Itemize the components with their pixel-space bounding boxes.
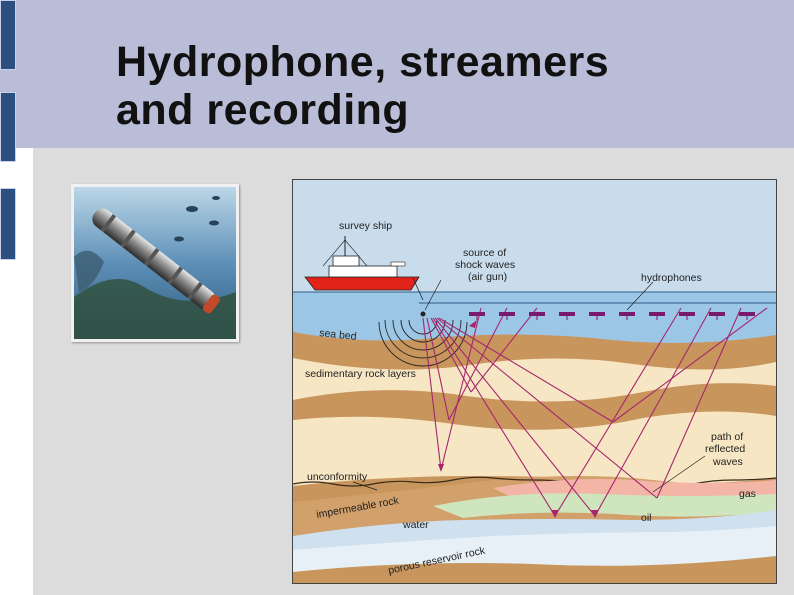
label-gas: gas: [739, 488, 756, 500]
label-sea-bed: sea bed: [319, 327, 358, 343]
label-path-line-3: waves: [712, 456, 743, 468]
callout-lines: [352, 279, 706, 493]
hydrophone-ticks: [476, 316, 748, 320]
label-water: water: [402, 519, 429, 531]
label-source-line-1: source of: [463, 247, 506, 259]
label-path-line-1: path of: [711, 431, 743, 443]
label-hydrophones: hydrophones: [641, 272, 702, 284]
slide-title-line-1: Hydrophone, streamers: [116, 38, 610, 86]
ray-arrowheads: [438, 320, 599, 518]
slide-title: Hydrophone, streamers and recording: [116, 38, 609, 134]
decorative-bar-1: [0, 0, 16, 70]
label-source-line-2: shock waves: [455, 259, 515, 271]
label-sedimentary-rock-layers: sedimentary rock layers: [305, 368, 416, 380]
hydrophone-markers: [469, 312, 755, 316]
survey-ship-icon: [304, 236, 424, 301]
slide-title-line-2: and recording: [116, 86, 410, 134]
decorative-bar-3: [0, 188, 16, 260]
label-source-line-3: (air gun): [468, 271, 507, 283]
hydrophone-photo: [71, 184, 239, 342]
label-unconformity: unconformity: [307, 471, 368, 483]
oil-zone: [433, 493, 776, 518]
air-gun-source: [420, 311, 426, 317]
shock-wave-arcs: [378, 319, 468, 367]
label-survey-ship: survey ship: [339, 220, 392, 232]
seismic-diagram-svg: survey ship source of shock waves (air g…: [293, 180, 776, 583]
decorative-bar-2: [0, 92, 16, 162]
header-band: [0, 0, 794, 148]
label-path-line-2: reflected: [705, 443, 745, 455]
label-oil: oil: [641, 512, 652, 524]
seismic-survey-diagram: survey ship source of shock waves (air g…: [292, 179, 777, 584]
reflected-wave-paths: [422, 307, 768, 517]
bottom-rock: [293, 556, 776, 583]
hydrophone-photo-icon: [74, 187, 236, 339]
